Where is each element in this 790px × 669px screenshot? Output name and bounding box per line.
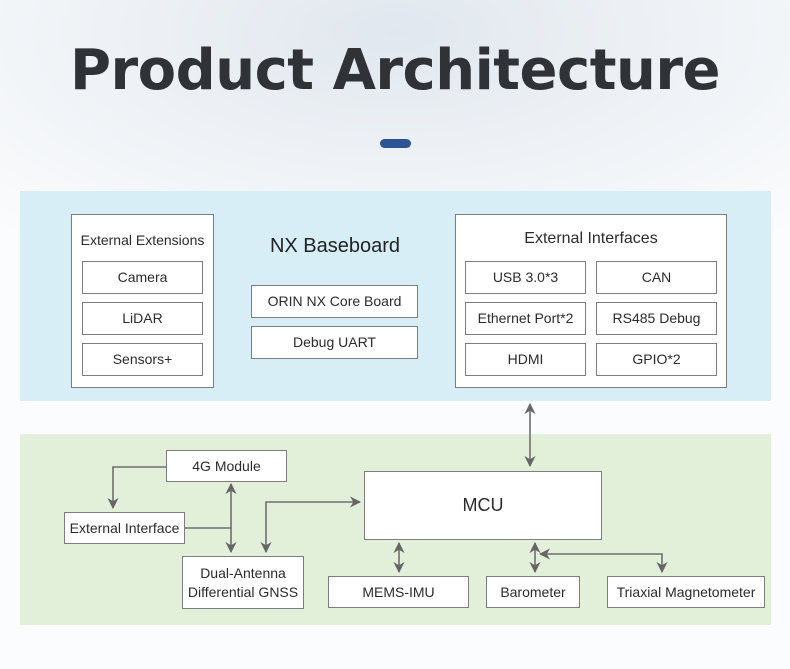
mcu: MCU — [364, 471, 602, 540]
page-title: Product Architecture — [70, 38, 720, 103]
nx-baseboard-heading: NX Baseboard — [269, 235, 401, 257]
orin-nx-core-board: ORIN NX Core Board — [251, 285, 418, 318]
mems-imu: MEMS-IMU — [328, 576, 469, 608]
dual-antenna-gnss: Dual-Antenna Differential GNSS — [182, 556, 304, 609]
gnss-label-line2: Differential GNSS — [187, 583, 299, 600]
debug-uart: Debug UART — [251, 326, 418, 359]
barometer: Barometer — [486, 576, 580, 608]
interface-can: CAN — [596, 261, 717, 294]
external-interface: External Interface — [64, 512, 185, 544]
extension-camera: Camera — [82, 261, 203, 294]
module-4g: 4G Module — [166, 450, 287, 482]
interface-usb: USB 3.0*3 — [465, 261, 586, 294]
interface-rs485: RS485 Debug — [596, 302, 717, 335]
extension-sensors: Sensors+ — [82, 343, 203, 376]
extension-lidar: LiDAR — [82, 302, 203, 335]
title-accent-bar — [380, 139, 411, 148]
interface-hdmi: HDMI — [465, 343, 586, 376]
gnss-label-line1: Dual-Antenna — [200, 565, 286, 582]
interface-gpio: GPIO*2 — [596, 343, 717, 376]
triaxial-magnetometer: Triaxial Magnetometer — [607, 576, 765, 608]
interface-ethernet: Ethernet Port*2 — [465, 302, 586, 335]
external-interfaces-label: External Interfaces — [524, 230, 658, 247]
external-extensions-label: External Extensions — [80, 232, 205, 248]
